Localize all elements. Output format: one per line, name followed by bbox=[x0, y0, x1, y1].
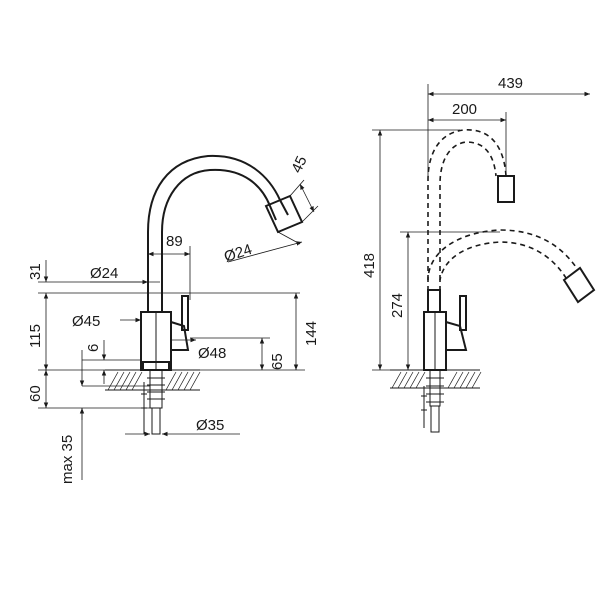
label-6: 6 bbox=[85, 344, 102, 352]
label-dia24-base: Ø24 bbox=[90, 265, 118, 282]
front-view: max 35 60 115 31 6 Ø24 Ø45 Ø48 Ø35 89 Ø2… bbox=[27, 153, 320, 484]
nozzle-lowered bbox=[562, 266, 596, 304]
countertop-hatch-front bbox=[105, 369, 201, 391]
label-65: 65 bbox=[269, 353, 286, 370]
label-dia24-spout: Ø24 bbox=[222, 241, 254, 266]
dimension-lines-front bbox=[38, 179, 319, 480]
nozzle-raised bbox=[497, 175, 515, 203]
label-115: 115 bbox=[27, 324, 44, 348]
spout-front bbox=[147, 154, 289, 312]
handle-body-side bbox=[445, 320, 468, 351]
label-dia35: Ø35 bbox=[196, 417, 224, 434]
spout-lowered-dashed bbox=[427, 229, 579, 300]
label-max35: max 35 bbox=[59, 435, 76, 484]
handle-lever-side bbox=[459, 295, 467, 331]
mounting-hoses-side bbox=[421, 369, 444, 433]
mounting-hoses-front bbox=[141, 369, 165, 435]
label-200: 200 bbox=[452, 101, 477, 118]
label-144: 144 bbox=[303, 321, 320, 346]
label-418: 418 bbox=[361, 253, 378, 278]
handle-body-front bbox=[170, 320, 190, 351]
countertop-hatch-side bbox=[390, 369, 482, 389]
label-274: 274 bbox=[389, 293, 406, 318]
label-dia48: Ø48 bbox=[198, 345, 226, 362]
dimension-lines-side bbox=[372, 84, 590, 371]
label-439: 439 bbox=[498, 75, 523, 92]
spout-nozzle-front bbox=[264, 194, 304, 234]
label-dia45: Ø45 bbox=[72, 313, 100, 330]
label-31: 31 bbox=[27, 263, 44, 280]
side-view: 439 200 418 274 bbox=[361, 75, 596, 433]
label-89: 89 bbox=[166, 233, 183, 250]
label-60: 60 bbox=[27, 385, 44, 402]
label-45: 45 bbox=[288, 153, 310, 175]
